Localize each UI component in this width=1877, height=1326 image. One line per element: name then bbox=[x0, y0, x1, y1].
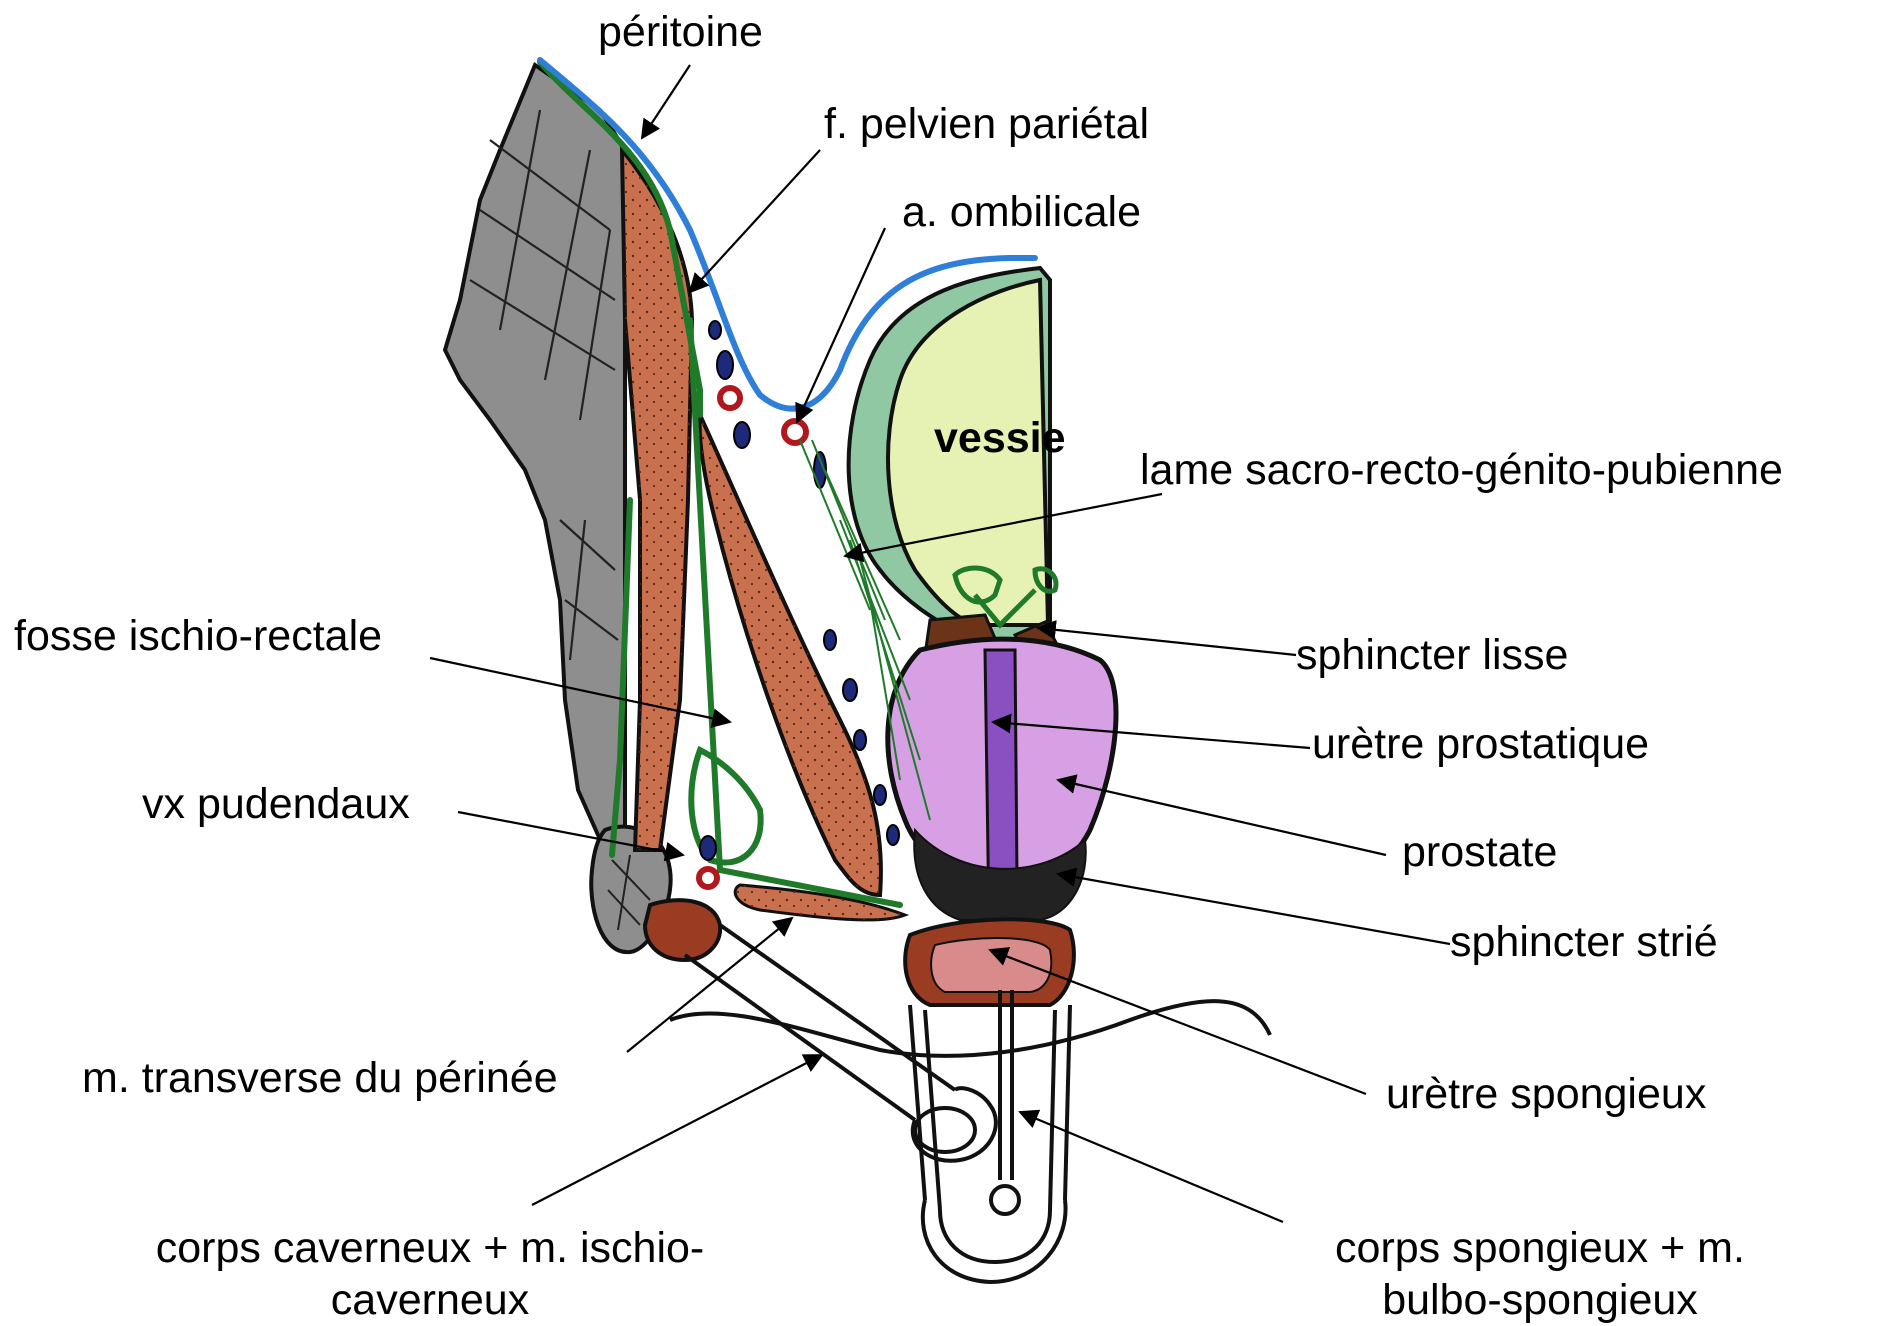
label-m-transverse-du-perinee: m. transverse du périnée bbox=[82, 1052, 558, 1104]
label-corps-spongieux-line2: bulbo-spongieux bbox=[1290, 1274, 1790, 1326]
label-fosse-ischio-rectale: fosse ischio-rectale bbox=[14, 610, 382, 662]
vessel-red-1 bbox=[720, 388, 740, 408]
vessel-blue-3 bbox=[734, 422, 750, 448]
leader-peritoine bbox=[642, 65, 690, 138]
label-vx-pudendaux: vx pudendaux bbox=[142, 778, 410, 830]
label-corps-spongieux: corps spongieux + m. bulbo-spongieux bbox=[1290, 1222, 1790, 1326]
leader-sphincter-strie bbox=[1058, 874, 1450, 944]
pelvic-bone bbox=[445, 65, 625, 862]
vessel-blue-6 bbox=[843, 679, 857, 701]
leader-uretre-spongieux bbox=[990, 950, 1366, 1094]
label-peritoine: péritoine bbox=[598, 6, 763, 58]
leader-prostate bbox=[1058, 780, 1386, 855]
label-prostate: prostate bbox=[1402, 826, 1557, 878]
label-sphincter-lisse: sphincter lisse bbox=[1296, 629, 1568, 681]
vessel-blue-1 bbox=[709, 321, 721, 339]
leader-f-pelvien bbox=[690, 150, 820, 292]
label-corps-caverneux-line2: caverneux bbox=[110, 1274, 750, 1326]
leader-corps-caverneux bbox=[532, 1055, 822, 1205]
label-lame-sacro-recto-genito-pubienne: lame sacro-recto-génito-pubienne bbox=[1140, 444, 1783, 496]
vessel-blue-8 bbox=[874, 785, 886, 805]
label-a-ombilicale: a. ombilicale bbox=[902, 186, 1141, 238]
label-corps-caverneux: corps caverneux + m. ischio- caverneux bbox=[110, 1222, 750, 1326]
vessel-blue-7 bbox=[854, 730, 866, 750]
label-vessie: vessie bbox=[934, 412, 1066, 464]
label-sphincter-strie: sphincter strié bbox=[1450, 916, 1718, 968]
pudendal-vein bbox=[700, 836, 716, 860]
vessel-blue-2 bbox=[717, 351, 733, 379]
vessel-blue-9 bbox=[887, 825, 899, 845]
umbilical-artery bbox=[784, 421, 806, 443]
label-f-pelvien-parietal: f. pelvien pariétal bbox=[824, 98, 1149, 150]
label-uretre-prostatique: urètre prostatique bbox=[1312, 718, 1649, 770]
label-corps-caverneux-line1: corps caverneux + m. ischio- bbox=[110, 1222, 750, 1274]
corpus-spongiosum bbox=[910, 990, 1070, 1282]
bulb-spongiosum bbox=[905, 919, 1074, 1005]
vessel-blue-5 bbox=[824, 630, 836, 650]
leader-corps-spongieux bbox=[1020, 1112, 1283, 1222]
label-corps-spongieux-line1: corps spongieux + m. bbox=[1290, 1222, 1790, 1274]
pudendal-artery bbox=[699, 869, 717, 887]
label-uretre-spongieux: urètre spongieux bbox=[1386, 1068, 1706, 1120]
crus-cut bbox=[645, 900, 720, 960]
